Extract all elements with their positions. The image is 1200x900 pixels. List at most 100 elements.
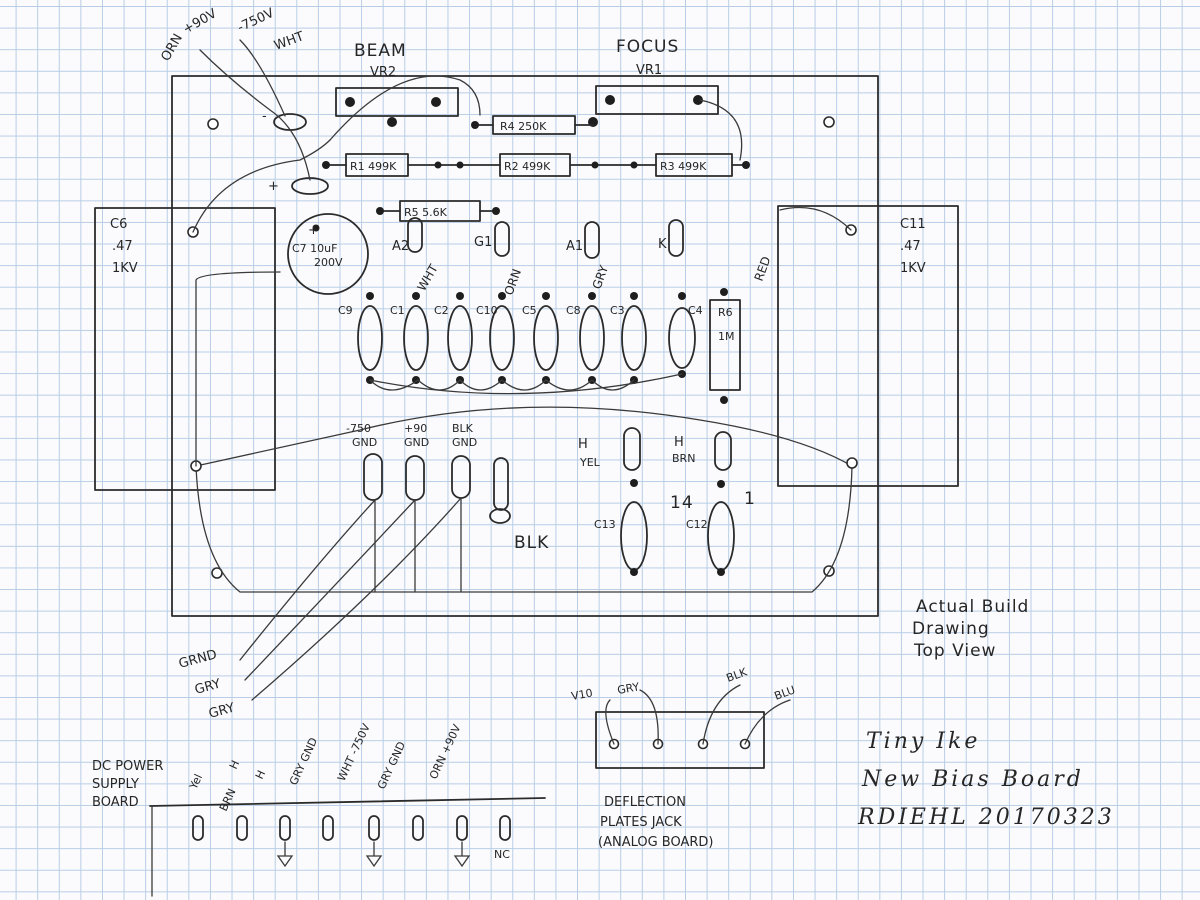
dc-pin xyxy=(279,815,291,841)
label-r5: R5 5.6K xyxy=(404,206,448,219)
terminal-750-gnd xyxy=(363,453,383,501)
capacitor-label: C3 xyxy=(610,304,625,317)
dc-wire-label: GRY GND xyxy=(375,740,408,792)
ground-symbol xyxy=(365,841,383,868)
label-h-brn-h: H xyxy=(674,435,684,450)
label-plus-sign: + xyxy=(268,179,279,194)
capacitor-body xyxy=(621,305,647,371)
dc-wire-label: H xyxy=(253,768,268,781)
label-drawing: Drawing xyxy=(912,619,990,639)
dc-pin xyxy=(192,815,204,841)
label-grnd: GRND xyxy=(177,647,218,672)
k-lead xyxy=(668,219,684,257)
label-gry-2: GRY xyxy=(207,701,236,722)
label-h-yel-color: YEL xyxy=(579,456,601,469)
label-c11-voltage: 1KV xyxy=(900,261,926,276)
label-jack-v10: V10 xyxy=(570,686,593,703)
label-r1: R1 499K xyxy=(350,160,397,173)
h-yel-lead xyxy=(623,427,641,471)
g1-lead xyxy=(494,221,510,257)
label-k: K xyxy=(658,237,667,252)
mounting-hole-tr xyxy=(823,116,835,128)
bottom-ground-loop xyxy=(195,465,853,593)
label-dc-power: DC POWER xyxy=(92,759,163,774)
c7-capacitor xyxy=(287,213,369,295)
cap-top-pin xyxy=(412,292,420,300)
label-c6-value: .47 xyxy=(112,239,133,254)
label-beam: BEAM xyxy=(354,41,407,61)
label-plus-sign-c7: + xyxy=(308,223,319,238)
mounting-hole-bl xyxy=(211,567,223,579)
dc-wire-label: H xyxy=(227,758,242,771)
dc-connector-line xyxy=(149,797,546,807)
dc-pin xyxy=(322,815,334,841)
deflection-jack xyxy=(595,711,765,769)
label-focus: FOCUS xyxy=(616,37,679,57)
dc-pin xyxy=(412,815,424,841)
label-minus-sign: - xyxy=(262,109,267,124)
label-c13: C13 xyxy=(594,518,616,531)
label-vr1: VR1 xyxy=(636,63,662,78)
label-title-tiny-ike: Tiny Ike xyxy=(866,729,980,754)
capacitor-body xyxy=(533,305,559,371)
label-jack-blu: BLU xyxy=(773,683,797,702)
terminal-blk-stub xyxy=(493,457,509,511)
label-r2: R2 499K xyxy=(504,160,551,173)
label-title-new-bias: New Bias Board xyxy=(861,767,1084,792)
label-title-rdiehl: RDIEHL 20170323 xyxy=(857,805,1115,830)
label-r3: R3 499K xyxy=(660,160,707,173)
label-term90-b: GND xyxy=(404,436,429,449)
capacitor-label: C9 xyxy=(338,304,353,317)
label-orn-wire: ORN xyxy=(502,267,524,297)
capacitor-c13 xyxy=(620,501,648,571)
mounting-hole-tl xyxy=(207,118,219,130)
capacitor-c4 xyxy=(668,307,696,369)
label-term750-b: GND xyxy=(352,436,377,449)
dc-connector-pins xyxy=(192,815,511,868)
ground-symbol xyxy=(453,841,471,868)
dc-wire-label: WHT -750V xyxy=(335,721,373,783)
label-c7-voltage: 200V xyxy=(314,256,343,269)
dc-pin xyxy=(456,815,468,841)
label-r6-name: R6 xyxy=(718,306,733,319)
capacitor-body xyxy=(579,305,605,371)
label-c11-value: .47 xyxy=(900,239,921,254)
label-c6-name: C6 xyxy=(110,217,127,232)
vr1-pin-1 xyxy=(605,95,615,105)
capacitor-row xyxy=(357,292,647,384)
label-gry-1: GRY xyxy=(193,677,222,698)
capacitor-label: C2 xyxy=(434,304,449,317)
label-termblk-a: BLK xyxy=(452,422,474,435)
label-analog-board: (ANALOG BOARD) xyxy=(598,835,714,850)
capacitor-body xyxy=(357,305,383,371)
capacitor-label: C8 xyxy=(566,304,581,317)
capacitor-label: C1 xyxy=(390,304,405,317)
label-r6-value: 1M xyxy=(718,330,735,343)
label-c11-name: C11 xyxy=(900,217,926,232)
dc-wire-label: Yel xyxy=(187,772,206,792)
label-term750-a: -750 xyxy=(346,422,371,435)
a2-lead xyxy=(407,217,423,253)
capacitor-label: C4 xyxy=(688,304,703,317)
vr2-wiper xyxy=(387,117,397,127)
dc-pin xyxy=(236,815,248,841)
vr2-pin-1 xyxy=(345,97,355,107)
label-c12: C12 xyxy=(686,518,708,531)
label-g1: G1 xyxy=(474,235,492,250)
label-c7-value: C7 10uF xyxy=(292,242,337,255)
bias-board-outline xyxy=(171,75,879,617)
label-wht: WHT xyxy=(414,261,441,293)
label-r4: R4 250K xyxy=(500,120,547,133)
label-actual-build: Actual Build xyxy=(916,597,1029,617)
beam-pot-vr2 xyxy=(335,87,459,117)
h-brn-lead xyxy=(714,431,732,471)
terminal-90-gnd xyxy=(405,455,425,501)
label-plates-jack: PLATES JACK xyxy=(600,815,682,830)
cap-top-pin xyxy=(542,292,550,300)
label-blk-wire: BLK xyxy=(514,533,549,553)
terminal-blk-gnd xyxy=(451,455,471,499)
label-wht-top: WHT xyxy=(272,29,306,54)
